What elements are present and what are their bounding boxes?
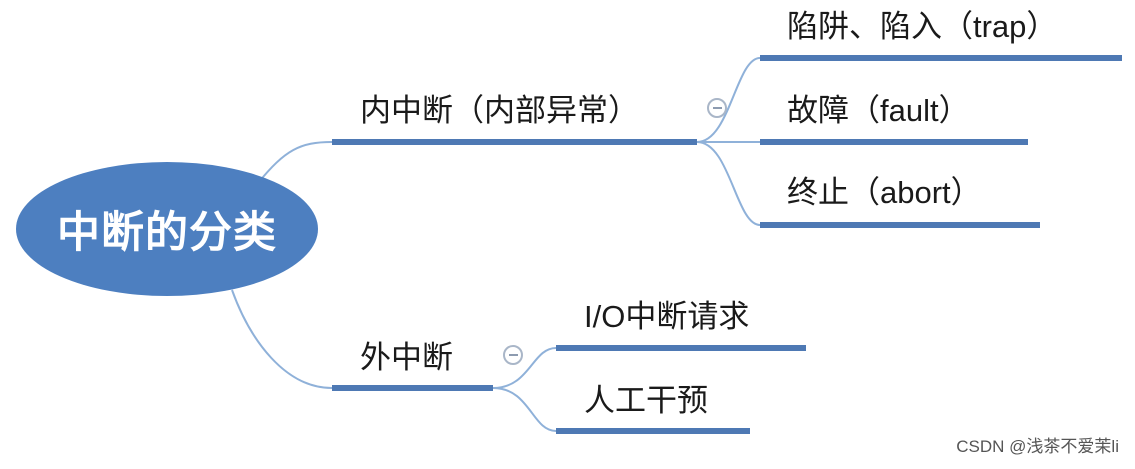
root-label: 中断的分类: [57, 209, 277, 257]
node-manual-intervention[interactable]: 人工干预: [584, 383, 708, 418]
collapse-internal-minus-circle-icon[interactable]: [707, 98, 727, 118]
collapse-external-minus-circle-icon[interactable]: [503, 345, 523, 365]
node-external-interrupt[interactable]: 外中断: [360, 340, 453, 375]
node-abort[interactable]: 终止（abort）: [787, 175, 982, 210]
connector-internal-abort: [696, 141, 761, 226]
connector-internal-trap: [696, 57, 761, 143]
root-node[interactable]: 中断的分类: [16, 162, 318, 296]
node-trap[interactable]: 陷阱、陷入（trap）: [787, 9, 1058, 44]
watermark: CSDN @浅茶不爱茉li: [956, 437, 1119, 456]
node-internal-interrupt[interactable]: 内中断（内部异常）: [360, 93, 639, 128]
connector-external-io: [492, 347, 557, 389]
connector-external-manual: [492, 387, 557, 432]
connector-root-internal: [257, 141, 333, 184]
node-fault[interactable]: 故障（fault）: [787, 93, 970, 128]
connector-root-external: [231, 289, 333, 389]
node-io-request[interactable]: I/O中断请求: [584, 299, 750, 334]
